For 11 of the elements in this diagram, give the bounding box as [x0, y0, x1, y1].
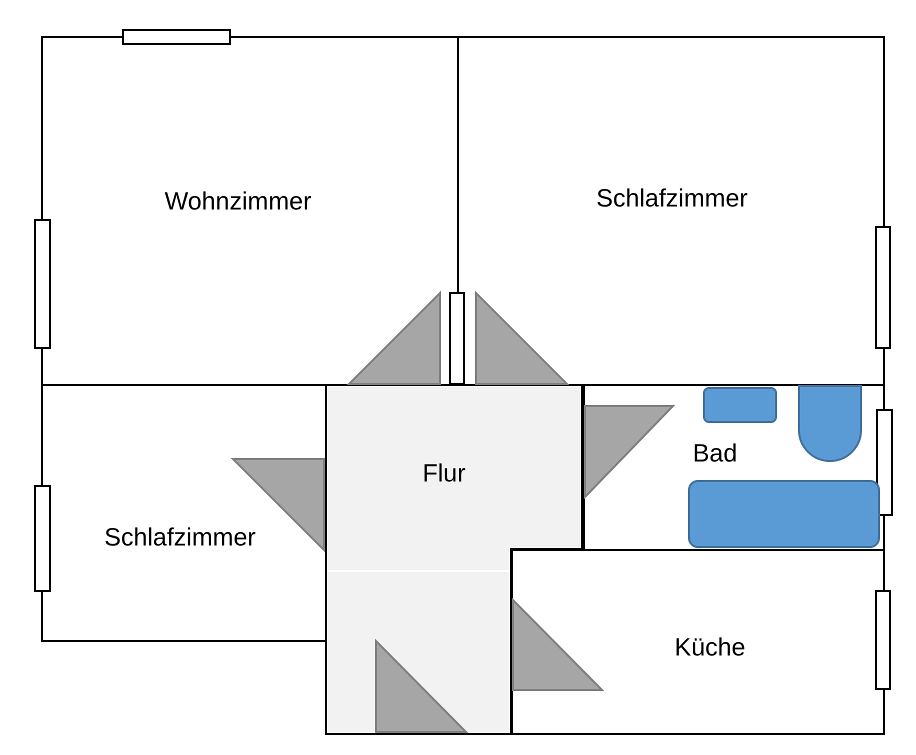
room-name: Küche: [674, 634, 746, 662]
room-area: [41, 36, 459, 386]
room-name: Schlafzimmer: [596, 184, 748, 214]
room-name: Bad: [692, 440, 738, 468]
room-name: Wohnzimmer: [164, 188, 312, 216]
room-name: Schlafzimmer: [104, 524, 256, 552]
room-name: Flur: [422, 460, 466, 488]
hallway-area: [325, 384, 585, 735]
room-area: [511, 549, 885, 735]
room-area: [457, 36, 885, 386]
room-area: [41, 384, 327, 642]
